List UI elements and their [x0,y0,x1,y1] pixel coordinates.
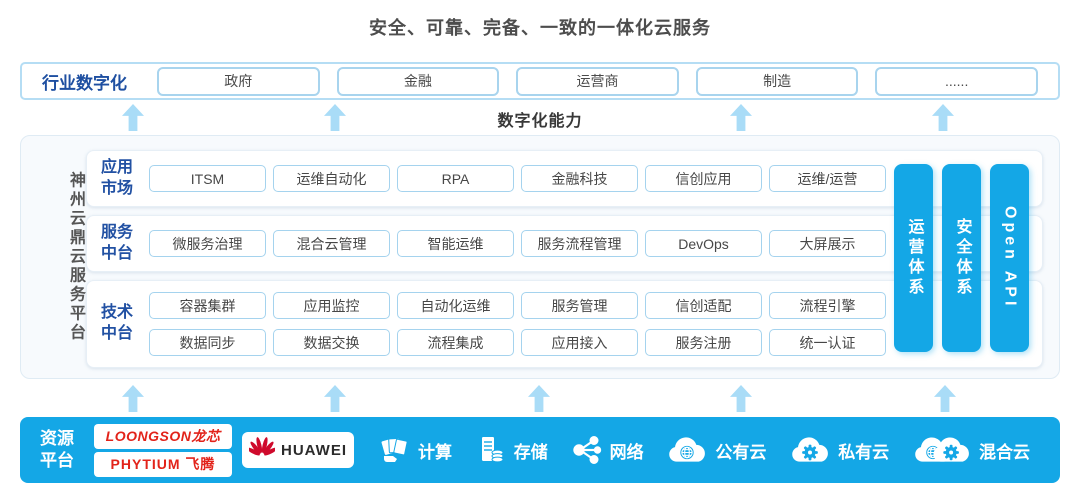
capability-chip: ITSM [149,165,266,192]
storage-icon [476,436,506,464]
huawei-petal-icon [246,436,278,464]
platform-name: 神州云鼎云服务平台 [67,171,84,343]
capability-chip: 金融科技 [521,165,638,192]
section-row: 数据同步数据交换流程集成应用接入服务注册统一认证 [149,329,886,356]
resource-item: 混合云 [913,435,1030,465]
capability-chip: DevOps [645,230,762,257]
resource-item: 网络 [572,436,644,464]
industry-chip: 政府 [157,66,320,96]
platform-section-list: 应用市场 ITSM 运维自动化 RPA 金融科技信创应用运维/运营服务中台微服务治理混合… [86,150,1043,368]
digital-capability-label: 数字化能力 [497,113,583,130]
industry-row: 行业数字化 政府金融运营商制造...... [20,62,1060,100]
platform-section: 服务中台微服务治理混合云管理智能运维服务流程管理 DevOps 大屏展示 [86,215,1043,272]
resource-item-list: 计算 存储 网络 公有云 私有云 混合云 [354,435,1044,465]
section-row: 微服务治理混合云管理智能运维服务流程管理 DevOps 大屏展示 [149,230,886,257]
platform-pillar: Open API [990,164,1029,352]
public-cloud-icon [667,435,707,465]
private-cloud-icon [790,435,830,465]
capability-chip: 流程引擎 [769,292,886,319]
up-arrow-icon [730,385,752,412]
capability-chip: 服务管理 [521,292,638,319]
resource-item: 存储 [476,436,548,464]
up-arrow-icon [122,385,144,412]
capability-chip: 流程集成 [397,329,514,356]
resource-bar-label: 资源平台 [40,428,74,470]
phytium-logo: PHYTIUM 飞腾 [94,451,232,477]
capability-chip: 应用接入 [521,329,638,356]
section-rows: 容器集群应用监控自动化运维服务管理信创适配流程引擎数据同步数据交换流程集成应用接… [149,292,886,356]
capability-chip: 应用监控 [273,292,390,319]
industry-chip: ...... [875,66,1038,96]
capability-chip: 信创应用 [645,165,762,192]
huawei-logo-text: HUAWEI [281,441,347,459]
capability-chip: 统一认证 [769,329,886,356]
resource-item: 公有云 [667,435,766,465]
resource-label: 存储 [513,442,548,462]
resource-bar: 资源平台 LOONGSON龙芯 PHYTIUM 飞腾 [20,417,1060,483]
section-label: 技术中台 [101,304,134,342]
capability-chip: 数据交换 [273,329,390,356]
platform-section: 技术中台容器集群应用监控自动化运维服务管理信创适配流程引擎数据同步数据交换流程集… [86,280,1043,368]
resource-label: 公有云 [715,442,767,462]
phytium-logo-text: PHYTIUM 飞腾 [110,456,216,472]
capability-chip: 信创适配 [645,292,762,319]
resource-label: 混合云 [978,442,1030,462]
capability-chip: 智能运维 [397,230,514,257]
capability-chip: RPA [397,165,514,192]
up-arrow-icon [324,385,346,412]
resource-label: 网络 [609,442,644,462]
section-label: 应用市场 [101,158,134,197]
capability-chip: 混合云管理 [273,230,390,257]
platform-pillar: 运营体系 [894,164,933,352]
digital-capability-arrow-row: 数字化能力 [20,102,1060,132]
resource-item: 私有云 [790,435,889,465]
section-label: 服务中台 [101,223,134,262]
platform-section: 应用市场 ITSM 运维自动化 RPA 金融科技信创应用运维/运营 [86,150,1043,207]
capability-chip: 运维自动化 [273,165,390,192]
capability-chip: 服务注册 [645,329,762,356]
up-arrow-icon [528,385,550,412]
vendor-column: LOONGSON龙芯 PHYTIUM 飞腾 [94,423,232,477]
network-icon [572,436,602,464]
industry-chip: 制造 [695,66,859,96]
resource-label: 私有云 [838,442,890,462]
section-row: 容器集群应用监控自动化运维服务管理信创适配流程引擎 [149,292,886,319]
capability-chip: 数据同步 [149,329,266,356]
huawei-logo: HUAWEI [242,432,354,468]
capability-chip: 运维/运营 [769,165,886,192]
platform-pillar: 安全体系 [942,164,981,352]
section-rows: ITSM 运维自动化 RPA 金融科技信创应用运维/运营 [149,165,886,192]
resource-arrow-row [20,383,1060,413]
industry-chip: 运营商 [516,66,679,96]
hybrid-cloud-icon [913,435,971,465]
capability-chip: 服务流程管理 [521,230,638,257]
capability-chip: 微服务治理 [149,230,266,257]
loongson-logo-text: LOONGSON龙芯 [105,428,221,444]
up-arrow-icon [934,385,956,412]
capability-chip: 自动化运维 [397,292,514,319]
industry-chip: 金融 [336,66,500,96]
platform-box: 神州云鼎云服务平台 应用市场 ITSM 运维自动化 RPA 金融科技信创应用运维/运营服… [20,135,1060,379]
resource-item: 计算 [380,436,452,464]
industry-row-label: 行业数字化 [42,73,127,93]
section-rows: 微服务治理混合云管理智能运维服务流程管理 DevOps 大屏展示 [149,230,886,257]
page-title: 安全、可靠、完备、一致的一体化云服务 [369,18,711,38]
capability-chip: 大屏展示 [769,230,886,257]
compute-icon [380,436,410,464]
loongson-logo: LOONGSON龙芯 [94,423,232,449]
capability-chip: 容器集群 [149,292,266,319]
industry-chip-list: 政府金融运营商制造...... [157,66,1038,96]
section-row: ITSM 运维自动化 RPA 金融科技信创应用运维/运营 [149,165,886,192]
resource-label: 计算 [418,442,452,462]
